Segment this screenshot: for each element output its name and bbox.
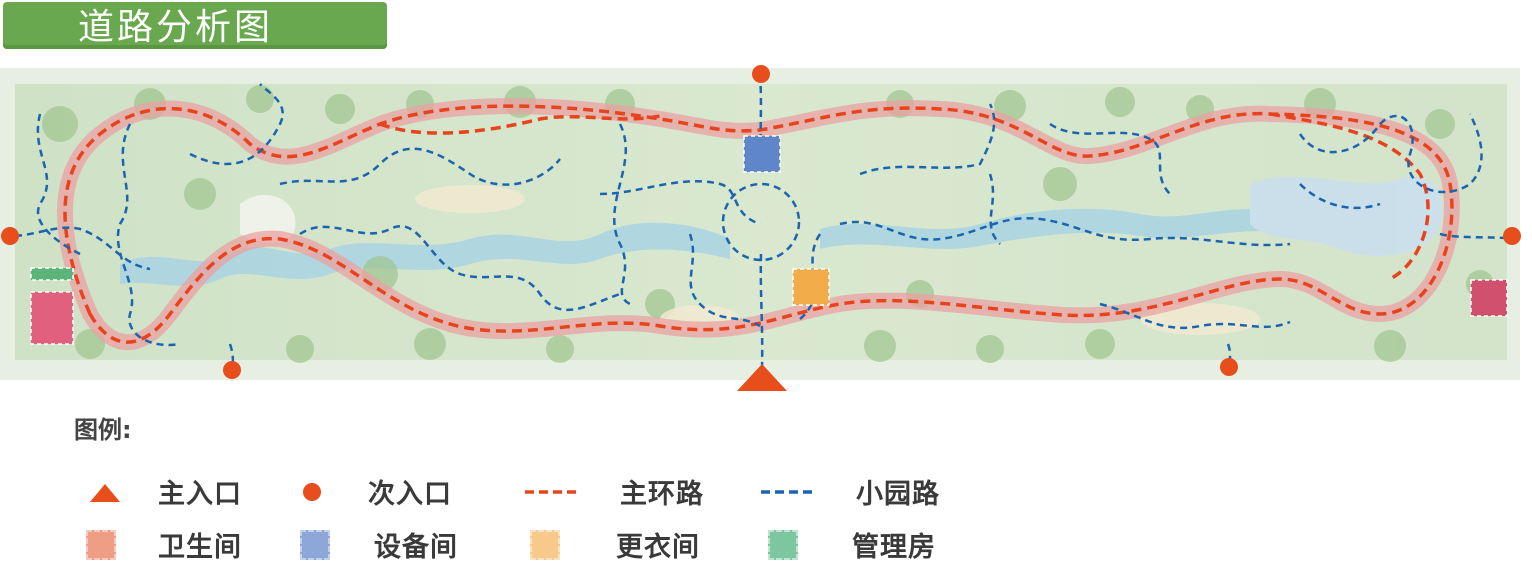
equipment-room	[743, 135, 781, 173]
legend-main-entrance: 主入口	[88, 472, 242, 511]
secondary-entrance-east	[1503, 227, 1521, 245]
triangle-icon	[90, 483, 120, 502]
site-plan-map	[0, 64, 1532, 394]
legend-label: 小园路	[856, 479, 940, 510]
changing-swatch	[530, 529, 560, 560]
legend-changing-room: 更衣间	[530, 525, 700, 564]
dot-icon	[303, 482, 321, 501]
main-entrance	[737, 364, 787, 391]
toilet-swatch	[86, 529, 116, 560]
legend-label: 更衣间	[616, 532, 700, 563]
secondary-entrance-north	[752, 65, 770, 83]
management-swatch	[768, 529, 798, 560]
legend-toilet: 卫生间	[86, 525, 242, 564]
secondary-entrance-southwest	[223, 361, 241, 379]
red-dash-line-icon	[525, 489, 581, 494]
legend-heading: 图例:	[74, 416, 132, 444]
legend-label: 次入口	[368, 479, 452, 510]
water-bodies	[120, 176, 1443, 286]
toilet-east	[1470, 279, 1508, 317]
garden-paths	[14, 73, 1521, 371]
main-ring-road-inner	[379, 114, 661, 135]
legend-label: 主入口	[158, 479, 242, 510]
changing-room	[792, 268, 830, 306]
legend-label: 设备间	[374, 532, 458, 563]
legend-secondary-entrance: 次入口	[300, 472, 452, 511]
page-title: 道路分析图	[78, 7, 274, 48]
map-svg	[0, 65, 1521, 391]
equipment-swatch	[300, 529, 330, 560]
legend-label: 卫生间	[158, 532, 242, 563]
toilet-west	[30, 291, 74, 345]
legend-garden-path: 小园路	[760, 472, 940, 511]
legend-label: 管理房	[852, 532, 936, 563]
main-ring-road-east	[1269, 112, 1430, 281]
legend-label: 主环路	[620, 479, 704, 510]
legend-equipment-room: 设备间	[300, 525, 458, 564]
secondary-entrance-west	[1, 227, 19, 245]
secondary-entrance-southeast	[1220, 358, 1238, 376]
legend-main-ring-road: 主环路	[524, 472, 704, 511]
legend-management-room: 管理房	[768, 525, 936, 564]
title-banner: 道路分析图	[3, 2, 387, 49]
blue-dash-line-icon	[761, 489, 817, 494]
management-room	[30, 267, 74, 281]
